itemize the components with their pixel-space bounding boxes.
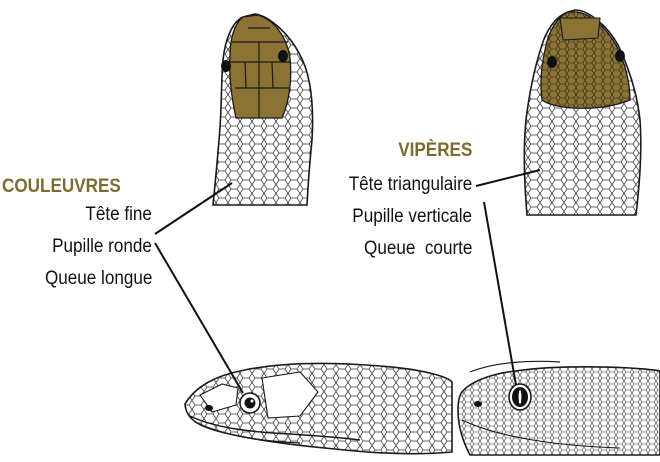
grass-snake-head-side-view	[185, 363, 452, 453]
couleuvres-trait-tail: Queue longue	[45, 268, 152, 290]
viper-left-eye-icon	[547, 56, 557, 68]
left-eye-icon	[221, 60, 231, 72]
viperes-trait-head: Tête triangulaire	[348, 174, 472, 196]
viper-head-side-view	[458, 361, 660, 455]
couleuvres-title: COULEUVRES	[2, 176, 121, 198]
connector-couleuvre-side	[155, 243, 243, 393]
grass-snake-head-top-view	[213, 14, 313, 205]
viperes-title: VIPÈRES	[398, 140, 472, 162]
viper-nostril-icon	[474, 401, 482, 407]
nostril-icon	[205, 405, 213, 411]
right-eye-icon	[278, 50, 288, 62]
connector-vipere-side	[484, 202, 516, 385]
couleuvres-trait-pupil: Pupille ronde	[52, 236, 152, 258]
viperes-trait-tail: Queue courte	[364, 238, 472, 260]
viper-right-eye-icon	[615, 50, 625, 62]
couleuvres-trait-head: Tête fine	[85, 204, 152, 226]
connector-couleuvre-top	[155, 183, 232, 234]
viperes-trait-pupil: Pupille verticale	[352, 206, 472, 228]
viper-head-top-view	[524, 10, 641, 215]
